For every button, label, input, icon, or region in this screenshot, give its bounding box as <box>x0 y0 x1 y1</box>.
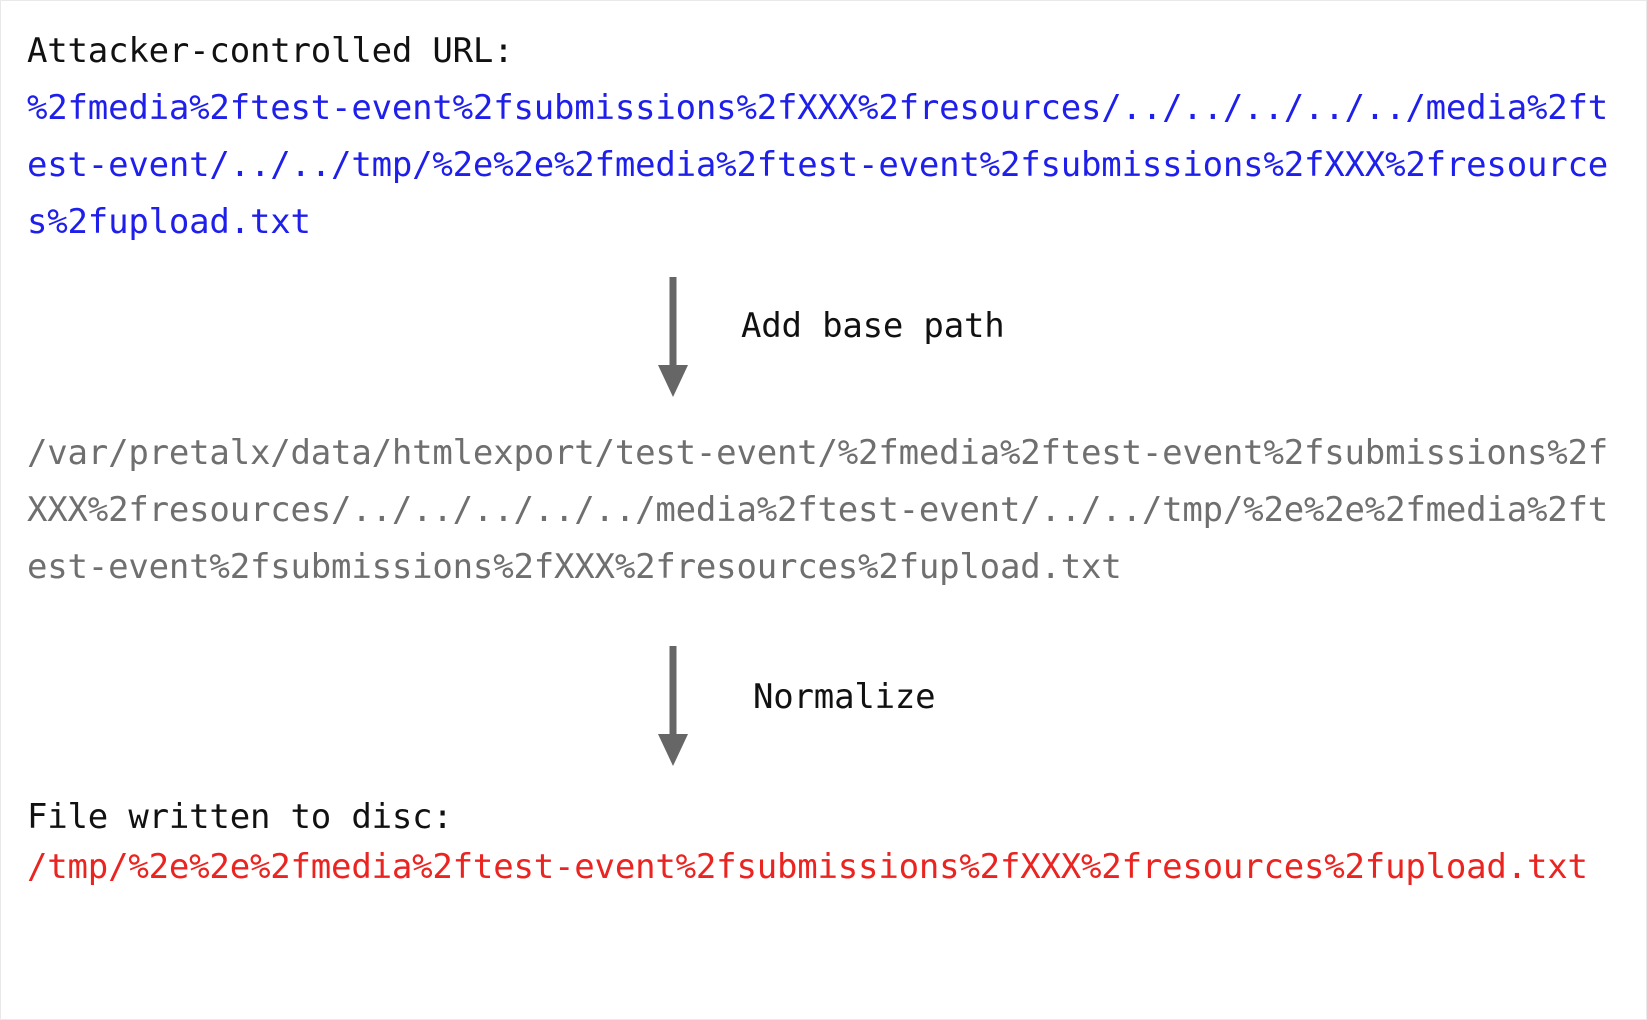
arrow-down-normalize-icon <box>653 646 693 766</box>
transition-label-add-base-path: Add base path <box>741 306 1005 346</box>
written-file-value: /tmp/%2e%2e%2fmedia%2ftest-event%2fsubmi… <box>27 847 1588 887</box>
base-path-value: /var/pretalx/data/htmlexport/test-event/… <box>27 433 1609 587</box>
arrow-down-add-base-path-icon <box>653 277 693 397</box>
attacker-url-label: Attacker-controlled URL: <box>27 31 514 71</box>
written-file-label: File written to disc: <box>27 797 453 837</box>
transition-label-normalize: Normalize <box>753 677 936 717</box>
attacker-url-value: %2fmedia%2ftest-event%2fsubmissions%2fXX… <box>27 88 1609 242</box>
